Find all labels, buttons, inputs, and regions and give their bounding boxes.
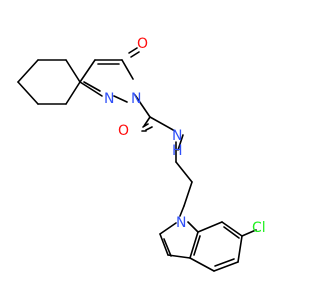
bond bbox=[214, 258, 235, 267]
bond bbox=[143, 116, 151, 127]
ring-nitrogen-label: N bbox=[131, 91, 141, 107]
bond bbox=[167, 254, 191, 259]
bond bbox=[197, 221, 223, 233]
bond bbox=[65, 81, 81, 105]
ring-nitrogen-label: N bbox=[104, 91, 114, 107]
bonds bbox=[17, 47, 257, 272]
atom-labels: O N N O N H N Cl bbox=[104, 36, 266, 236]
bond bbox=[163, 238, 172, 257]
bond bbox=[65, 59, 81, 83]
bond bbox=[213, 261, 239, 272]
bond bbox=[83, 81, 101, 92]
bond bbox=[121, 59, 134, 80]
bond bbox=[128, 47, 138, 54]
bond bbox=[149, 116, 176, 132]
amide-nitrogen-label: N bbox=[172, 128, 182, 144]
bond bbox=[193, 235, 201, 256]
bond bbox=[142, 123, 149, 128]
bond bbox=[179, 205, 185, 217]
bond bbox=[159, 222, 177, 235]
molecule-canvas: O N N O N H N Cl bbox=[17, 36, 266, 272]
bond bbox=[17, 59, 39, 83]
bond bbox=[177, 134, 184, 151]
amide-hydrogen-label: H bbox=[172, 143, 183, 159]
bond bbox=[241, 229, 257, 237]
bond bbox=[221, 221, 243, 237]
bond bbox=[130, 51, 140, 58]
bond bbox=[223, 226, 240, 239]
bond bbox=[187, 221, 199, 233]
bond bbox=[189, 257, 215, 272]
bond bbox=[159, 233, 169, 256]
chlorine-label: Cl bbox=[252, 220, 266, 236]
bond bbox=[183, 181, 193, 207]
bond bbox=[79, 81, 103, 97]
bond bbox=[113, 95, 128, 103]
bond bbox=[79, 59, 96, 83]
amide-oxygen-label: O bbox=[118, 123, 129, 139]
bond bbox=[189, 231, 199, 259]
bond bbox=[237, 235, 243, 263]
bond bbox=[175, 161, 193, 183]
bond bbox=[134, 94, 151, 118]
bond bbox=[17, 81, 39, 105]
structure-diagram: O N N O N H N Cl bbox=[17, 36, 266, 272]
indole-nitrogen-label: N bbox=[176, 215, 186, 231]
ring-carbonyl-oxygen-label: O bbox=[137, 36, 148, 52]
bond bbox=[145, 126, 153, 131]
